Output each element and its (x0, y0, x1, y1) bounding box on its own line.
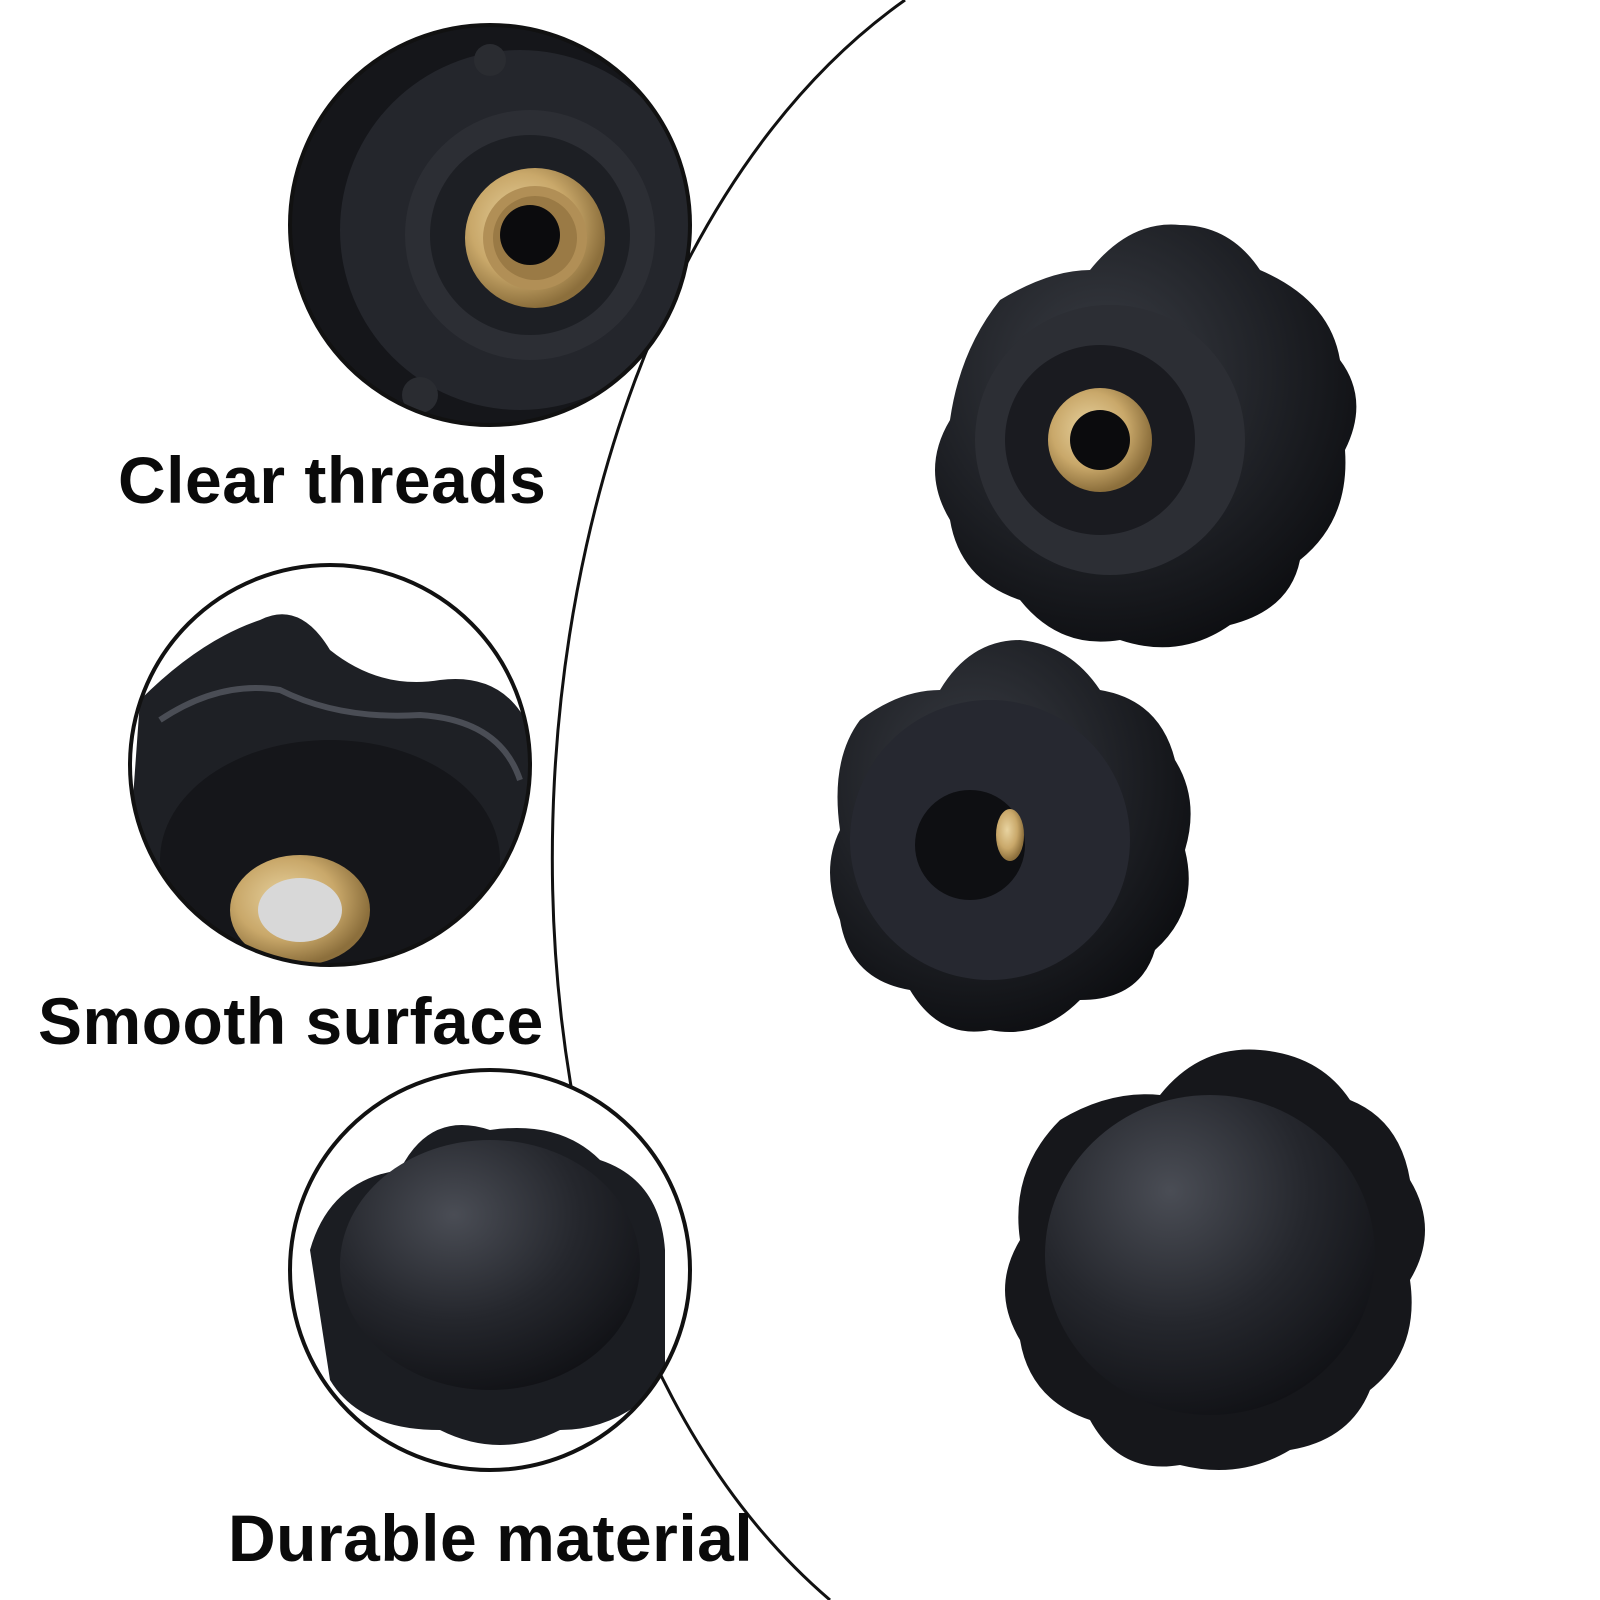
knob-image-middle (830, 640, 1191, 1032)
feature-label-threads: Clear threads (118, 443, 547, 517)
detail-circle-threads (288, 23, 692, 427)
detail-circle-surface (128, 563, 532, 967)
detail-circle-material (288, 1068, 692, 1472)
divider-arc (550, 0, 906, 1600)
feature-label-material: Durable material (228, 1501, 754, 1575)
feature-label-surface: Smooth surface (38, 984, 544, 1058)
knob-image-bottom (1005, 1049, 1425, 1470)
knob-image-top (935, 224, 1357, 648)
